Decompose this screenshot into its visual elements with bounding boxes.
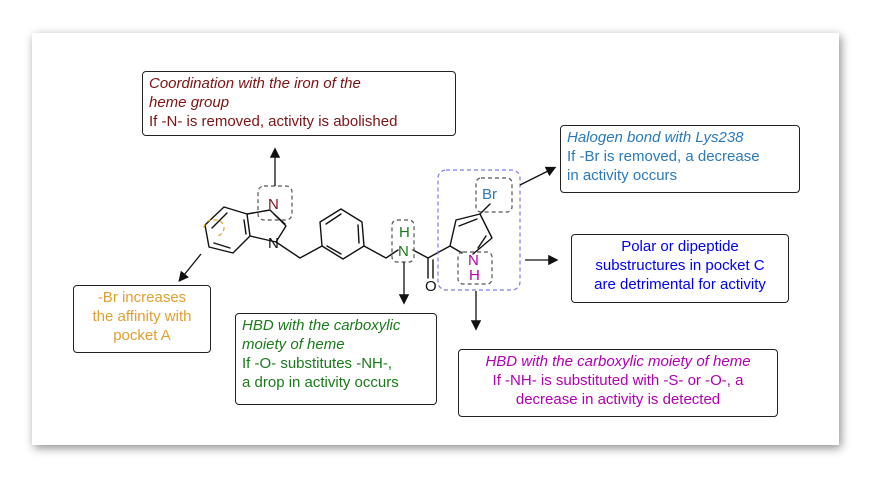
highlight-bromine	[475, 177, 513, 213]
atom-benz-n: N	[268, 235, 279, 252]
benzene-ring-a	[204, 206, 251, 254]
pocket-a-text-1: -Br increases	[97, 289, 187, 306]
highlight-pocket-a	[203, 219, 225, 237]
halogen-box: Halogen bond with Lys238 If -Br is remov…	[560, 125, 800, 193]
polar-text-2: substructures in pocket C	[595, 257, 765, 274]
linker-bond-1	[275, 241, 323, 259]
atom-carbonyl-o: O	[425, 278, 437, 295]
pocket-a-text-3: pocket A	[113, 327, 171, 344]
hbd-magenta-box: HBD with the carboxylic moiety of heme I…	[458, 349, 778, 417]
hbd-green-title-1: HBD with the carboxylic	[242, 317, 401, 334]
hbd-magenta-text-1: If -NH- is substituted with -S- or -O-, …	[492, 372, 744, 389]
atom-imidazole-n: N	[268, 196, 279, 213]
linker-bond-2	[363, 245, 399, 259]
atom-bromine: Br	[482, 186, 497, 203]
highlight-pyrrole-nh	[457, 251, 493, 285]
hbd-magenta-text-2: decrease in activity is detected	[515, 391, 721, 408]
hbd-green-title-2: moiety of heme	[242, 336, 345, 353]
halogen-text-1: If -Br is removed, a decrease	[567, 148, 760, 165]
atom-amide-n: N	[398, 243, 409, 260]
highlight-amide-nh	[391, 219, 415, 263]
arrow-to-pocket-a-box	[178, 253, 202, 283]
hbd-green-text-2: a drop in activity occurs	[242, 374, 399, 391]
polar-box: Polar or dipeptide substructures in pock…	[571, 234, 789, 303]
hbd-magenta-title: HBD with the carboxylic moiety of heme	[485, 353, 751, 370]
atom-pyrrole-n: N	[468, 252, 479, 269]
pocket-a-box: -Br increases the affinity with pocket A	[73, 285, 211, 353]
polar-text-3: are detrimental for activity	[594, 276, 766, 293]
heme-iron-text: If -N- is removed, activity is abolished	[149, 113, 398, 130]
imidazole-ring	[246, 209, 287, 243]
highlight-pyrrole	[437, 169, 521, 291]
arrow-to-halogen-box	[519, 166, 557, 186]
heme-iron-title: Coordination with the iron of the	[149, 75, 361, 92]
hbd-green-text-1: If -O- substitutes -NH-,	[242, 355, 393, 372]
heme-iron-box: Coordination with the iron of the heme g…	[142, 71, 456, 136]
hbd-green-box: HBD with the carboxylic moiety of heme I…	[235, 313, 437, 405]
atom-amide-h: H	[399, 224, 410, 241]
halogen-text-2: in activity occurs	[567, 167, 678, 184]
halogen-title: Halogen bond with Lys238	[567, 129, 744, 146]
amide-bond	[412, 245, 451, 259]
polar-text-1: Polar or dipeptide	[621, 238, 739, 255]
pyrrole-ring	[449, 213, 493, 255]
heme-iron-title-2: heme group	[149, 94, 230, 111]
benzene-ring-b	[319, 208, 365, 260]
pocket-a-text-2: the affinity with	[92, 308, 192, 325]
atom-pyrrole-h: H	[469, 267, 480, 284]
